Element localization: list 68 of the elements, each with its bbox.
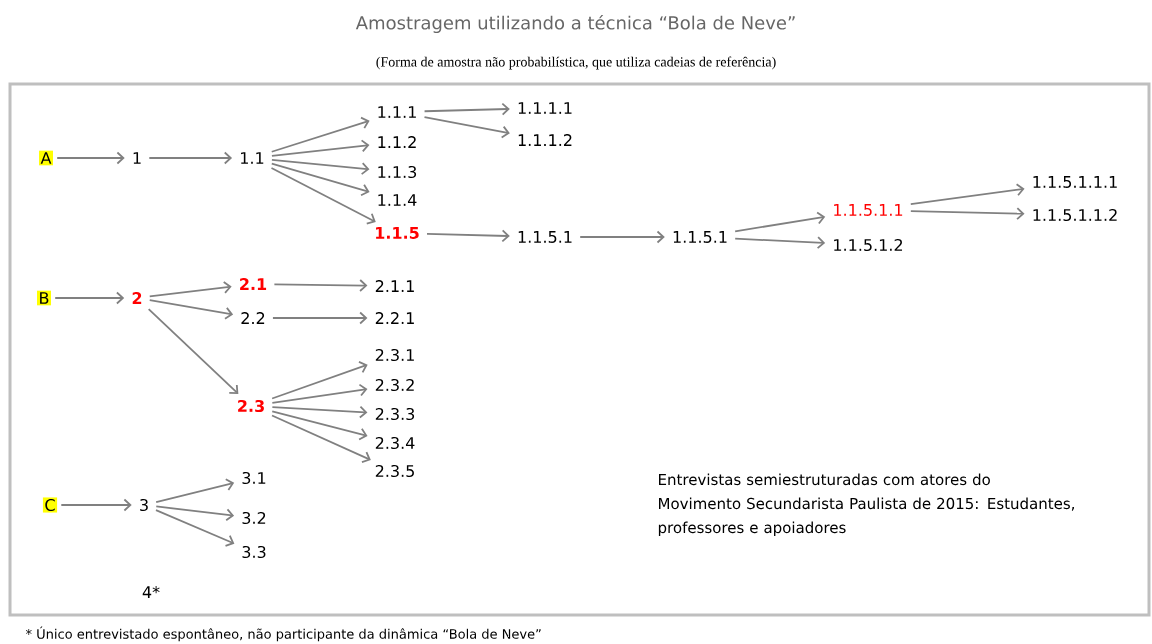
subtitle: (Forma de amostra não probabilística, que utiliza cadeias de referência): [376, 56, 776, 70]
node-label: 1.1.3: [378, 165, 417, 179]
arrow: [56, 151, 125, 165]
node-label: 1.1.5.1.2: [834, 238, 902, 252]
node-label: 2.3: [238, 399, 264, 413]
node-label: 2.2.1: [375, 312, 414, 324]
node-label: 2.3.3: [375, 407, 415, 421]
node-label: 1.1.1.2: [518, 134, 572, 146]
node-label: 2.3.1: [375, 348, 414, 362]
arrow: [272, 311, 368, 325]
node-label: 3: [140, 498, 148, 512]
arrow: [271, 139, 370, 157]
node-label: 1.1.5.1.1.2: [1033, 208, 1117, 222]
arrow: [579, 230, 665, 244]
node-label: 2.3.2: [375, 378, 414, 392]
node-label: 1.1: [241, 152, 264, 164]
node-label: 1.1.5.1: [673, 231, 727, 243]
arrow: [734, 236, 826, 249]
description: Entrevistas semiestruturadas com atores do Movimento Secundarista Paulista de 2015: Estudantes, professores e apoiadores: [658, 473, 1074, 537]
node-label: 1: [133, 152, 141, 164]
arrow: [148, 281, 232, 298]
node-label: 3.2: [242, 511, 266, 525]
arrow: [423, 116, 510, 139]
arrow: [423, 102, 510, 116]
highlighted-letter: B: [37, 290, 51, 306]
node-label: 1.1.5.1.1.1: [1033, 176, 1117, 188]
node-label: 1.1.2: [378, 136, 416, 148]
arrow: [148, 299, 234, 320]
arrow: [270, 167, 376, 225]
highlighted-letter: A: [39, 150, 53, 166]
arrow: [270, 116, 370, 153]
arrow: [273, 279, 368, 292]
title: Amostragem utilizando a técnica “Bola de Neve”: [355, 14, 795, 34]
arrow: [271, 405, 368, 419]
arrow: [271, 361, 368, 400]
arrow: [147, 308, 239, 394]
arrow: [155, 509, 235, 547]
footnote: * Único entrevistado espontâneo, não participante da dinâmica “Bola de Neve”: [25, 626, 541, 642]
node-label: 2: [132, 292, 142, 304]
arrow: [426, 229, 510, 243]
arrow: [148, 151, 233, 165]
node-label: 2.1.1: [375, 280, 414, 292]
arrow: [271, 159, 370, 175]
node-label: 1.1.5: [376, 227, 419, 239]
node-label: 2.3.4: [375, 436, 415, 450]
node-label: 3.1: [242, 471, 266, 485]
arrow: [271, 414, 371, 463]
arrow: [60, 498, 132, 512]
node-label: 3.3: [242, 545, 266, 559]
arrow: [271, 383, 368, 404]
arrow: [155, 505, 235, 522]
node-label: 1.1.4: [378, 194, 417, 206]
arrow: [54, 291, 125, 305]
highlighted-letter: C: [42, 497, 58, 513]
arrow: [270, 162, 370, 197]
node-label: 2.1: [240, 278, 267, 290]
node-label: 2.2: [241, 312, 265, 324]
arrow: [909, 207, 1025, 220]
node-label: 1.1.1.1: [518, 102, 572, 114]
arrow: [909, 183, 1025, 206]
node-label: 1.1.5.1.1: [834, 204, 903, 216]
arrow: [271, 410, 368, 441]
arrow: [734, 211, 826, 233]
node-label: 2.3.5: [375, 464, 414, 478]
node-label: 4*: [142, 586, 160, 598]
node-label: 1.1.5.1: [518, 231, 572, 243]
node-label: 1.1.1: [378, 106, 416, 118]
arrow: [155, 478, 235, 503]
